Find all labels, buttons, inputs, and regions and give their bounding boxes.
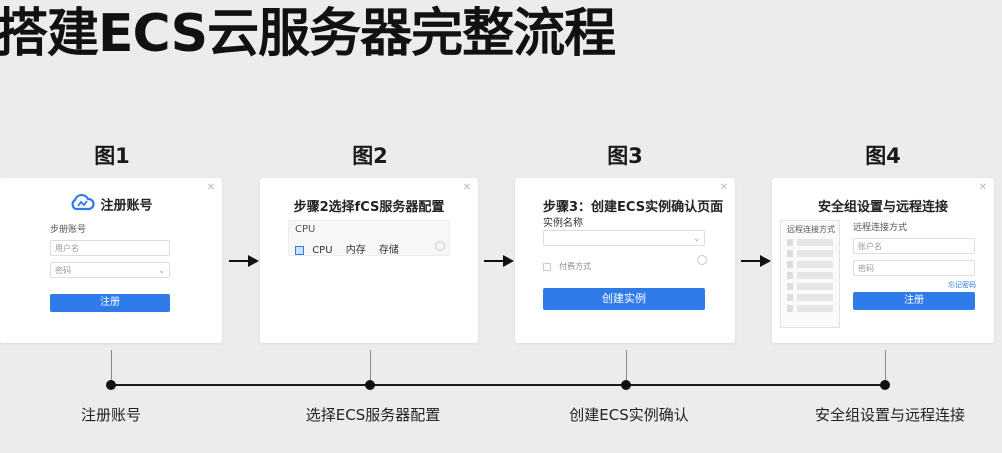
timeline-connector xyxy=(111,350,112,384)
security-group-card: ✕ 安全组设置与远程连接 远程连接方式 远程连接方式 账户名 密码 忘记密码 注… xyxy=(772,178,994,343)
list-item[interactable] xyxy=(787,261,833,268)
figure-label-3: 图3 xyxy=(607,144,643,168)
connect-register-button[interactable]: 注册 xyxy=(853,292,975,310)
server-config-title: 步骤2选择fCS服务器配置 xyxy=(293,200,445,215)
config-options: CPU 内存 存储 xyxy=(295,241,399,256)
figure-label-1: 图1 xyxy=(94,144,130,168)
create-instance-button[interactable]: 创建实例 xyxy=(543,288,705,310)
instance-name-label: 实例名称 xyxy=(543,218,583,229)
payment-label: 付费方式 xyxy=(559,262,592,271)
close-icon[interactable]: ✕ xyxy=(978,182,987,193)
timeline-connector xyxy=(370,350,371,384)
register-card-title: 注册账号 xyxy=(100,198,153,214)
connection-method-label: 远程连接方式 xyxy=(853,223,908,233)
figure-label-4: 图4 xyxy=(865,144,901,168)
arrow-right-icon xyxy=(741,255,771,267)
close-icon[interactable]: ✕ xyxy=(462,182,471,193)
security-group-title: 安全组设置与远程连接 xyxy=(817,200,948,215)
page-title: 搭建ECS云服务器完整流程 xyxy=(0,4,616,64)
timeline-dot xyxy=(106,380,116,390)
timeline-dot xyxy=(621,380,631,390)
arrow-right-icon xyxy=(484,255,514,267)
option-storage[interactable]: 存储 xyxy=(378,245,399,256)
payment-checkbox[interactable] xyxy=(543,262,551,271)
register-button[interactable]: 注册 xyxy=(50,294,170,312)
arrow-right-icon xyxy=(229,255,259,267)
figure-label-2: 图2 xyxy=(352,144,388,168)
create-instance-card: ✕ 步骤3：创建ECS实例确认页面 实例名称 ⌄ 付费方式 创建实例 xyxy=(515,178,735,343)
list-item[interactable] xyxy=(787,294,833,301)
timeline-step-label: 创建ECS实例确认 xyxy=(569,406,689,424)
chevron-down-icon: ⌄ xyxy=(158,266,165,275)
list-item[interactable] xyxy=(787,272,833,279)
cpu-section: CPU CPU 内存 存储 xyxy=(288,220,450,256)
password-input[interactable]: 密码 xyxy=(853,260,975,276)
connection-list: 远程连接方式 xyxy=(780,220,840,328)
close-icon[interactable]: ✕ xyxy=(719,182,728,193)
step-label: 步册账号 xyxy=(50,225,87,235)
list-item[interactable] xyxy=(787,283,833,290)
cloud-logo-icon xyxy=(69,192,96,216)
timeline-dot xyxy=(880,380,890,390)
timeline-connector xyxy=(885,350,886,384)
option-memory[interactable]: 内存 xyxy=(345,245,366,256)
timeline-step-label: 选择ECS服务器配置 xyxy=(305,406,441,424)
timeline-connector xyxy=(626,350,627,384)
password-placeholder: 密码 xyxy=(55,266,71,275)
timeline-step-label: 安全组设置与远程连接 xyxy=(814,406,966,424)
register-card: ✕ 注册账号 步册账号 用户名 密码 ⌄ 注册 xyxy=(0,178,222,343)
list-item[interactable] xyxy=(787,305,833,312)
forgot-password-link[interactable]: 忘记密码 xyxy=(948,281,976,289)
timeline-step-label: 注册账号 xyxy=(80,406,142,424)
cpu-section-label: CPU xyxy=(295,224,316,235)
timeline-dot xyxy=(365,380,375,390)
timeline-line xyxy=(108,384,886,386)
password-input[interactable]: 密码 ⌄ xyxy=(50,262,170,278)
server-config-card: ✕ 步骤2选择fCS服务器配置 CPU CPU 内存 存储 xyxy=(260,178,478,343)
account-input[interactable]: 账户名 xyxy=(853,238,975,254)
username-input[interactable]: 用户名 xyxy=(50,240,170,256)
option-cpu[interactable]: CPU xyxy=(312,245,333,256)
radio-icon[interactable] xyxy=(697,255,707,265)
register-card-header: 注册账号 xyxy=(0,192,222,216)
connection-list-title: 远程连接方式 xyxy=(787,225,835,234)
list-item[interactable] xyxy=(787,250,833,257)
list-item[interactable] xyxy=(787,239,833,246)
cpu-checkbox[interactable] xyxy=(295,245,304,255)
instance-name-input[interactable]: ⌄ xyxy=(543,230,705,246)
connection-list-items xyxy=(787,239,833,316)
create-instance-title: 步骤3：创建ECS实例确认页面 xyxy=(543,200,724,215)
close-icon[interactable]: ✕ xyxy=(206,182,215,193)
payment-row: 付费方式 xyxy=(543,256,591,275)
chevron-down-icon: ⌄ xyxy=(693,234,700,243)
radio-icon[interactable] xyxy=(435,241,445,251)
